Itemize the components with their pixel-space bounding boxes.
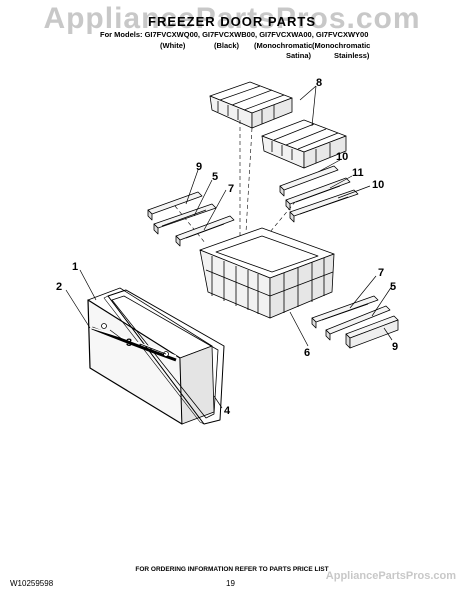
right-rail-9-lower	[345, 315, 399, 349]
callout-10-upper: 10	[336, 151, 348, 163]
finish-black: (Black)	[214, 41, 240, 50]
callout-6: 6	[304, 347, 310, 359]
door-gasket	[103, 289, 225, 425]
lower-basket	[199, 227, 335, 319]
brand-watermark: AppliancePartsPros.com	[325, 570, 456, 582]
ordering-note: FOR ORDERING INFORMATION REFER TO PARTS …	[135, 566, 329, 573]
callout-9-left: 9	[196, 161, 202, 173]
callout-3: 3	[126, 337, 132, 349]
callout-7-right: 7	[378, 267, 384, 279]
part-number: W10259598	[10, 579, 54, 588]
page-title: FREEZER DOOR PARTS	[148, 14, 316, 29]
callout-10-lower: 10	[372, 179, 384, 191]
callout-1: 1	[72, 261, 78, 273]
watermark: AppliancePartsPros.com	[43, 2, 421, 35]
finish-white: (White)	[160, 41, 186, 50]
callout-5-left: 5	[212, 171, 218, 183]
freezer-door-panel	[87, 287, 215, 425]
right-rail-10-upper	[279, 165, 339, 197]
callout-2: 2	[56, 281, 62, 293]
finish-stainless-line2: Stainless)	[334, 51, 370, 60]
models-line: For Models: GI7FVCXWQ00, GI7FVCXWB00, GI…	[100, 30, 369, 39]
upper-basket-left	[209, 81, 293, 129]
callout-7-left: 7	[228, 183, 234, 195]
finish-satina-line2: Satina)	[286, 51, 312, 60]
right-rail-10-lower	[289, 189, 359, 223]
upper-basket-right	[261, 119, 347, 169]
right-rail-7-lower	[311, 295, 379, 329]
finish-stainless-line1: (Monochromatic	[312, 41, 371, 50]
finish-satina-line1: (Monochromatic	[254, 41, 313, 50]
callout-4: 4	[224, 405, 231, 417]
callout-8: 8	[316, 77, 322, 89]
page-number: 19	[226, 579, 235, 588]
right-rail-11	[285, 177, 351, 211]
callout-11: 11	[352, 167, 364, 179]
callout-5-right: 5	[390, 281, 396, 293]
callout-9-right: 9	[392, 341, 398, 353]
